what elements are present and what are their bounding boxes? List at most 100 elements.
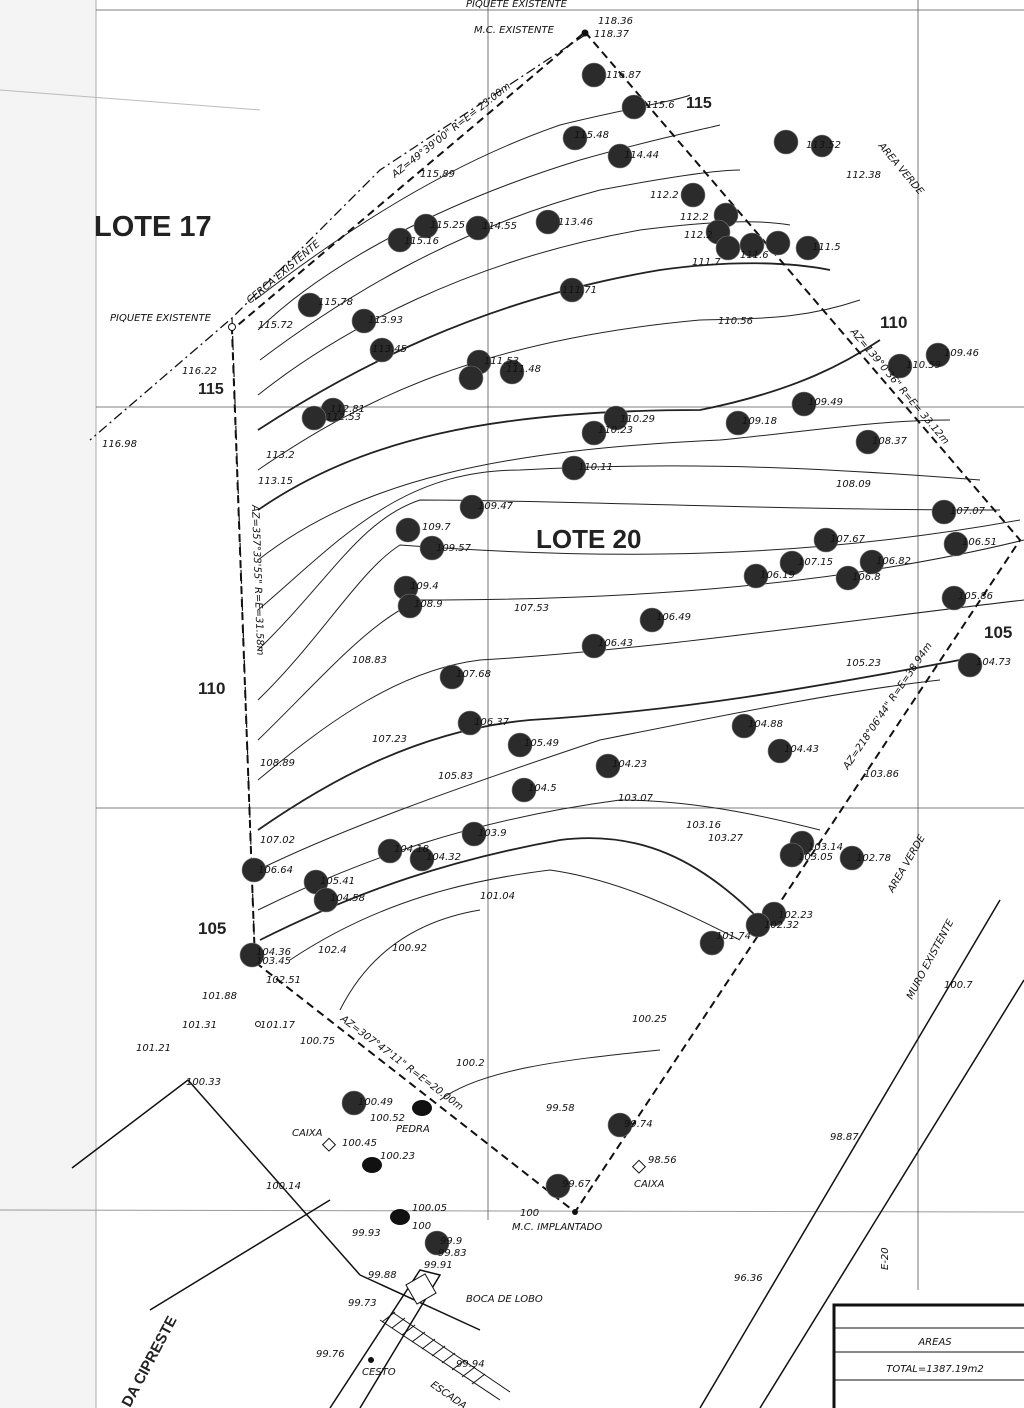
spot-elevation: 106.37 <box>474 717 510 728</box>
areas-table: AREAS TOTAL=1387.19m2 <box>832 1303 1024 1408</box>
spot-elevation: 100.14 <box>266 1181 301 1192</box>
spot-elevation: 99.58 <box>546 1103 575 1114</box>
spot-elevation: 105.41 <box>320 876 355 887</box>
spot-elevation: 106.82 <box>876 556 911 567</box>
spot-elevation: 115.48 <box>574 130 609 141</box>
spot-elevation: 109.18 <box>742 416 777 427</box>
spot-elevation: 105.49 <box>524 738 559 749</box>
spot-elevation: 113.52 <box>806 140 841 151</box>
spot-elevation: 108.37 <box>872 436 908 447</box>
spot-elevation: 114.44 <box>624 150 659 161</box>
spot-elevation: 100.49 <box>358 1097 393 1108</box>
spot-elevation: 103.9 <box>478 828 507 839</box>
small-features <box>321 1137 647 1363</box>
spot-elevation: 99.74 <box>624 1119 653 1130</box>
spot-elevation: 114.55 <box>482 221 517 232</box>
paper-crease <box>0 1209 1024 1213</box>
spot-elevation: 106.43 <box>598 638 633 649</box>
spot-elevation: 105.86 <box>958 591 993 602</box>
spot-elevation: 96.36 <box>734 1273 763 1284</box>
spot-elevation: 100.75 <box>300 1036 335 1047</box>
spot-elevation: 101.21 <box>136 1043 171 1054</box>
spot-elevation: 115.78 <box>318 297 353 308</box>
spot-elevation: 107.07 <box>950 506 986 517</box>
street-label: DA CIPRESTE <box>119 1313 181 1408</box>
spot-elevation: 110.11 <box>578 462 613 473</box>
contour-lines <box>254 94 1024 1101</box>
coordinate-grid <box>96 0 1024 1290</box>
spot-elevation: 115.6 <box>646 100 675 111</box>
paper-margin <box>0 0 96 1408</box>
piquete-existente-label: PIQUETE EXISTENTE <box>110 313 212 324</box>
spot-elevation: 107.23 <box>372 734 407 745</box>
contour-label-105a: 105 <box>984 623 1012 642</box>
areas-total: TOTAL=1387.19m2 <box>886 1364 983 1375</box>
spot-elevation: 99.91 <box>424 1260 453 1271</box>
contour-label-115b: 115 <box>198 381 224 398</box>
spot-elevations: 118.36 118.37 116.87 115.6 115.48 114.44… <box>102 16 1011 1370</box>
caixa-box-2 <box>631 1159 647 1174</box>
boundary-west-label: AZ=357°33'55" R=E=31.58m <box>249 504 265 656</box>
spot-elevation: 105.23 <box>846 658 881 669</box>
spot-elevation: 103.45 <box>256 956 291 967</box>
spot-elevation: 103.27 <box>708 833 744 844</box>
cesto-label: CESTO <box>362 1367 396 1378</box>
stone-3 <box>390 1209 410 1225</box>
spot-elevation: 109.57 <box>436 543 472 554</box>
spot-elevation: 102.51 <box>266 975 301 986</box>
spot-elevation: 111.7 <box>692 257 721 268</box>
spot-elevation: 111.5 <box>812 242 841 253</box>
spot-elevation: 111.6 <box>740 250 769 261</box>
spot-elevation: 102.23 <box>778 910 813 921</box>
spot-elevation: 107.02 <box>260 835 295 846</box>
spot-elevation: 100 <box>412 1221 431 1232</box>
mc-implantado-point <box>572 1209 578 1215</box>
spot-elevation: 109.47 <box>478 501 514 512</box>
spot-elevation: 113.2 <box>266 450 295 461</box>
spot-elevation: 104.36 <box>256 947 291 958</box>
areas-title: AREAS <box>917 1337 952 1348</box>
spot-elevation: 107.68 <box>456 669 491 680</box>
spot-elevation: 103.07 <box>618 793 654 804</box>
spot-elevation: 110.23 <box>598 425 633 436</box>
mc-existente-point <box>581 29 589 37</box>
spot-elevation: 102.32 <box>764 920 799 931</box>
spot-elevation: 104.58 <box>330 893 365 904</box>
spot-elevation: 106.49 <box>656 612 691 623</box>
existing-fence <box>89 34 586 441</box>
boca-de-lobo-label: BOCA DE LOBO <box>466 1294 543 1305</box>
spot-elevation: 99.88 <box>368 1270 397 1281</box>
caixa-label-1: CAIXA <box>292 1128 323 1139</box>
spot-elevation: 101.04 <box>480 891 515 902</box>
spot-elevation: 101.31 <box>182 1020 217 1031</box>
spot-elevation: 108.09 <box>836 479 871 490</box>
spot-elevation: 99.93 <box>352 1228 381 1239</box>
escada-label: ESCADA <box>428 1379 468 1408</box>
stone-1 <box>412 1100 432 1116</box>
spot-elevation: 104.73 <box>976 657 1011 668</box>
spot-elevation: 110.29 <box>620 414 655 425</box>
spot-elevation: 99.67 <box>562 1179 591 1190</box>
stair <box>379 1311 511 1401</box>
spot-elevation: 116.98 <box>102 439 137 450</box>
contour-label-105b: 105 <box>198 919 226 938</box>
mc-existente-label: M.C. EXISTENTE <box>474 25 555 36</box>
caixa-label-2: CAIXA <box>634 1179 665 1190</box>
spot-elevation: 101.17 <box>260 1020 296 1031</box>
survey-markers <box>228 29 589 1215</box>
spot-elevation: 116.87 <box>606 70 642 81</box>
spot-elevation: 98.87 <box>830 1132 859 1143</box>
spot-elevation: 98.56 <box>648 1155 677 1166</box>
spot-elevation: 105.83 <box>438 771 473 782</box>
area-verde-label-2: AREA VERDE <box>886 833 928 896</box>
spot-elevation: 106.51 <box>962 537 997 548</box>
lote-17-label: LOTE 17 <box>94 211 212 243</box>
street-and-walls <box>71 899 1024 1408</box>
spot-elevation: 112.38 <box>846 170 881 181</box>
spot-elevation: 99.94 <box>456 1359 485 1370</box>
spot-elevation: 113.45 <box>372 344 407 355</box>
spot-elevation: 101.74 <box>716 931 751 942</box>
spot-elevation: 118.36 <box>598 16 633 27</box>
spot-elevation: 115.72 <box>258 320 293 331</box>
